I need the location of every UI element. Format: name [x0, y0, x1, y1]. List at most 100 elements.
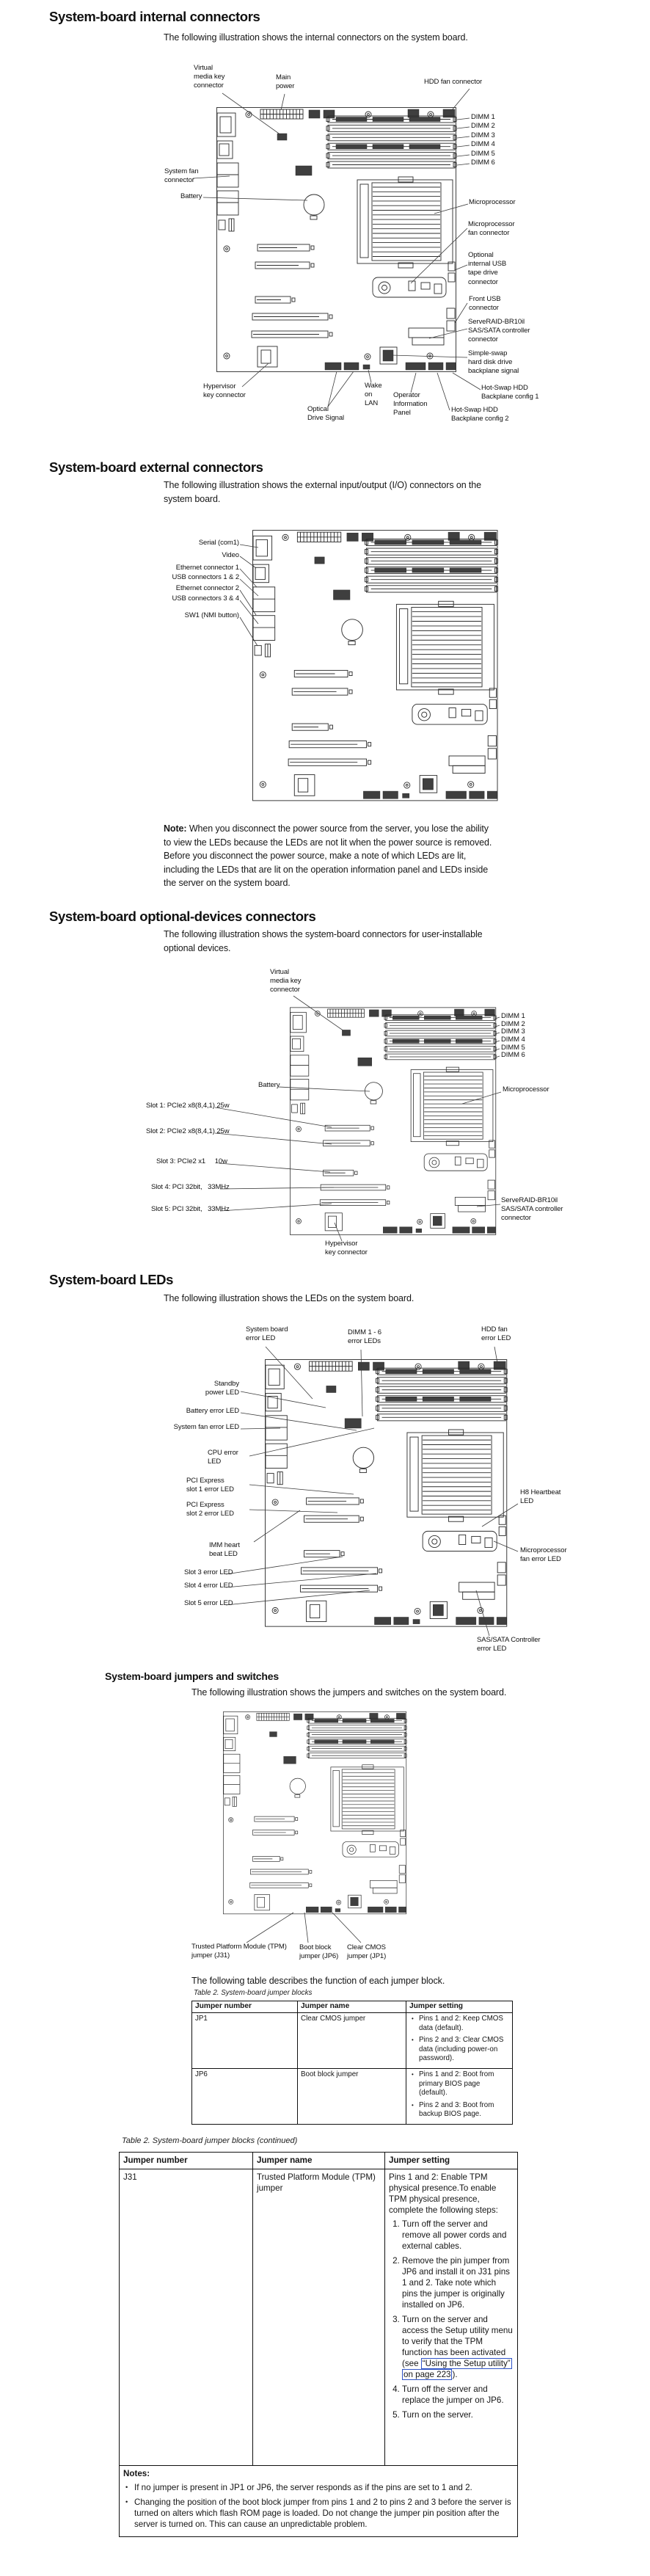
label-sas-sata-controller-error-led: SAS/SATA Controller error LED: [477, 1636, 541, 1653]
table-row-jp6: JP6 Boot block jumper Pins 1 and 2: Boot…: [191, 2068, 513, 2125]
section-title-leds: System-board LEDs: [49, 1272, 173, 1287]
label-battery: Battery: [258, 1081, 280, 1089]
list-item: Changing the position of the boot block …: [125, 2497, 514, 2530]
label-ethernet-connector-1: Ethernet connector 1: [175, 564, 239, 572]
step-text: Turn on the server and access the Setup …: [402, 2315, 513, 2368]
table-intro: The following table describes the functi…: [191, 1976, 445, 1986]
label-microprocessor-fan-connector: Microprocessor fan connector: [468, 220, 515, 238]
jumper-blocks-table-continued: Jumper number Jumper name Jumper setting…: [119, 2152, 518, 2537]
label-serveraid-connector: ServeRAID-BR10il SAS/SATA controller con…: [468, 318, 530, 344]
intro-optional-devices: The following illustration shows the sys…: [164, 929, 483, 953]
label-cpu-error-led: CPU error LED: [208, 1449, 238, 1466]
label-sw1-nmi-button: SW1 (NMI button): [184, 611, 240, 619]
label-microprocessor: Microprocessor: [503, 1085, 549, 1094]
label-dimm-1: DIMM 1: [501, 1012, 525, 1020]
label-dimm-5: DIMM 5: [501, 1044, 525, 1052]
label-pci-express-slot1-error-led: PCI Express slot 1 error LED: [186, 1477, 234, 1494]
list-item: If no jumper is present in JP1 or JP6, t…: [125, 2482, 514, 2493]
table1-caption: Table 2. System-board jumper blocks: [194, 1989, 313, 1997]
label-clear-cmos-jumper: Clear CMOS jumper (JP1): [347, 1943, 387, 1961]
label-virtual-media-key-connector: Virtual media key connector: [270, 968, 302, 994]
list-item: Pins 2 and 3: Clear CMOS data (including…: [411, 2036, 509, 2063]
board-diagram-leds: [265, 1359, 508, 1627]
label-usb-connectors-3-4: USB connectors 3 & 4: [172, 594, 240, 603]
intro-leds: The following illustration shows the LED…: [164, 1293, 415, 1303]
notes-list: If no jumper is present in JP1 or JP6, t…: [123, 2482, 514, 2530]
label-slot-5: Slot 5: PCI 32bit, 33MHz: [151, 1205, 230, 1213]
notes-label: Notes:: [123, 2469, 150, 2478]
board-diagram-optional-devices: [289, 1007, 497, 1235]
label-battery-error-led: Battery error LED: [186, 1407, 239, 1415]
label-operator-information-panel: Operator Information Panel: [393, 391, 428, 418]
label-serveraid-connector: ServeRAID-BR10il SAS/SATA controller con…: [501, 1196, 563, 1223]
tpm-step-3: Turn on the server and access the Setup …: [402, 2314, 514, 2380]
cell-jumper-name: Trusted Platform Module (TPM) jumper: [252, 2169, 385, 2466]
label-hypervisor-key-connector: Hypervisor key connector: [203, 382, 246, 400]
label-video: Video: [222, 551, 239, 559]
label-front-usb-connector: Front USB connector: [469, 295, 501, 313]
label-microprocessor: Microprocessor: [469, 198, 516, 206]
jumper-blocks-table: Jumper number Jumper name Jumper setting…: [191, 2000, 513, 2125]
label-hypervisor-key-connector: Hypervisor key connector: [325, 1240, 368, 1257]
table-header-row: Jumper number Jumper name Jumper setting: [191, 2000, 513, 2014]
cell-jumper-name: Boot block jumper: [297, 2068, 406, 2125]
section-title-jumpers-switches: System-board jumpers and switches: [105, 1670, 279, 1682]
note-text: When you disconnect the power source fro…: [164, 823, 492, 888]
table-row-j31: J31 Trusted Platform Module (TPM) jumper…: [119, 2169, 518, 2466]
tpm-steps-list: Turn off the server and remove all power…: [389, 2219, 514, 2420]
label-usb-connectors-1-2: USB connectors 1 & 2: [172, 573, 240, 581]
note-paragraph: Note: When you disconnect the power sour…: [164, 822, 589, 890]
table-row-jp1: JP1 Clear CMOS jumper Pins 1 and 2: Keep…: [191, 2012, 513, 2070]
setup-utility-link[interactable]: “Using the Setup utility” on page 223: [402, 2358, 512, 2380]
label-slot3-error-led: Slot 3 error LED: [184, 1568, 233, 1576]
label-slot-1: Slot 1: PCIe2 x8(8,4,1) 25w: [146, 1102, 230, 1110]
label-dimm-3: DIMM 3: [471, 131, 495, 139]
label-imm-heartbeat-led: IMM heart beat LED: [209, 1541, 240, 1559]
section-title-external-connectors: System-board external connectors: [49, 459, 263, 475]
header-jumper-setting: Jumper setting: [384, 2152, 518, 2169]
section-title-internal-connectors: System-board internal connectors: [49, 9, 260, 24]
label-slot4-error-led: Slot 4 error LED: [184, 1582, 233, 1590]
label-optical-drive-signal: Optical Drive Signal: [307, 405, 345, 423]
table-header-row: Jumper number Jumper name Jumper setting: [119, 2152, 518, 2169]
step-text: Turn on the server.: [402, 2410, 473, 2420]
label-hot-swap-config-2: Hot-Swap HDD Backplane config 2: [451, 406, 509, 423]
cell-jumper-setting: Pins 1 and 2: Keep CMOS data (default). P…: [406, 2012, 513, 2070]
label-dimm-6: DIMM 6: [471, 159, 495, 167]
table-notes-row: Notes: If no jumper is present in JP1 or…: [119, 2465, 518, 2537]
cell-jumper-number: J31: [119, 2169, 253, 2466]
intro-internal-connectors: The following illustration shows the int…: [164, 32, 468, 43]
header-jumper-number: Jumper number: [191, 2000, 298, 2014]
step-text: Turn off the server and remove all power…: [402, 2219, 507, 2251]
section-title-optional-devices: System-board optional-devices connectors: [49, 909, 316, 924]
label-slot-2: Slot 2: PCIe2 x8(8,4,1) 25w: [146, 1127, 230, 1135]
board-diagram-jumpers: [223, 1711, 407, 1915]
label-hdd-fan-connector: HDD fan connector: [424, 78, 483, 86]
label-dimm-6: DIMM 6: [501, 1051, 525, 1059]
setting-list: Pins 1 and 2: Boot from primary BIOS pag…: [409, 2070, 509, 2119]
notes-cell: Notes: If no jumper is present in JP1 or…: [119, 2465, 518, 2537]
list-item: Pins 2 and 3: Boot from backup BIOS page…: [411, 2101, 509, 2120]
label-dimm-1: DIMM 1: [471, 113, 495, 121]
label-slot5-error-led: Slot 5 error LED: [184, 1599, 233, 1607]
label-dimm-4: DIMM 4: [471, 140, 495, 148]
label-tpm-jumper: Trusted Platform Module (TPM) jumper (J3…: [191, 1943, 287, 1960]
label-simple-swap-backplane: Simple-swap hard disk drive backplane si…: [468, 349, 519, 376]
label-dimm-5: DIMM 5: [471, 150, 495, 158]
list-item: Pins 1 and 2: Keep CMOS data (default).: [411, 2015, 509, 2033]
header-jumper-setting: Jumper setting: [406, 2000, 513, 2014]
label-serial-com1: Serial (com1): [198, 539, 239, 547]
intro-jumpers-switches: The following illustration shows the jum…: [191, 1687, 507, 1698]
tpm-setting-intro: Pins 1 and 2: Enable TPM physical presen…: [389, 2172, 498, 2215]
label-hot-swap-config-1: Hot-Swap HDD Backplane config 1: [481, 384, 539, 401]
label-dimm-2: DIMM 2: [501, 1020, 525, 1028]
cell-jumper-setting: Pins 1 and 2: Enable TPM physical presen…: [384, 2169, 518, 2466]
label-slot-3: Slot 3: PCIe2 x1 10w: [156, 1157, 227, 1165]
board-diagram-internal-connectors: [216, 107, 457, 372]
cell-jumper-name: Clear CMOS jumper: [297, 2012, 406, 2070]
label-main-power: Main power: [276, 73, 295, 91]
intro-external-connectors: The following illustration shows the ext…: [164, 480, 482, 504]
cell-jumper-number: JP6: [191, 2068, 298, 2125]
setting-list: Pins 1 and 2: Keep CMOS data (default). P…: [409, 2015, 509, 2063]
